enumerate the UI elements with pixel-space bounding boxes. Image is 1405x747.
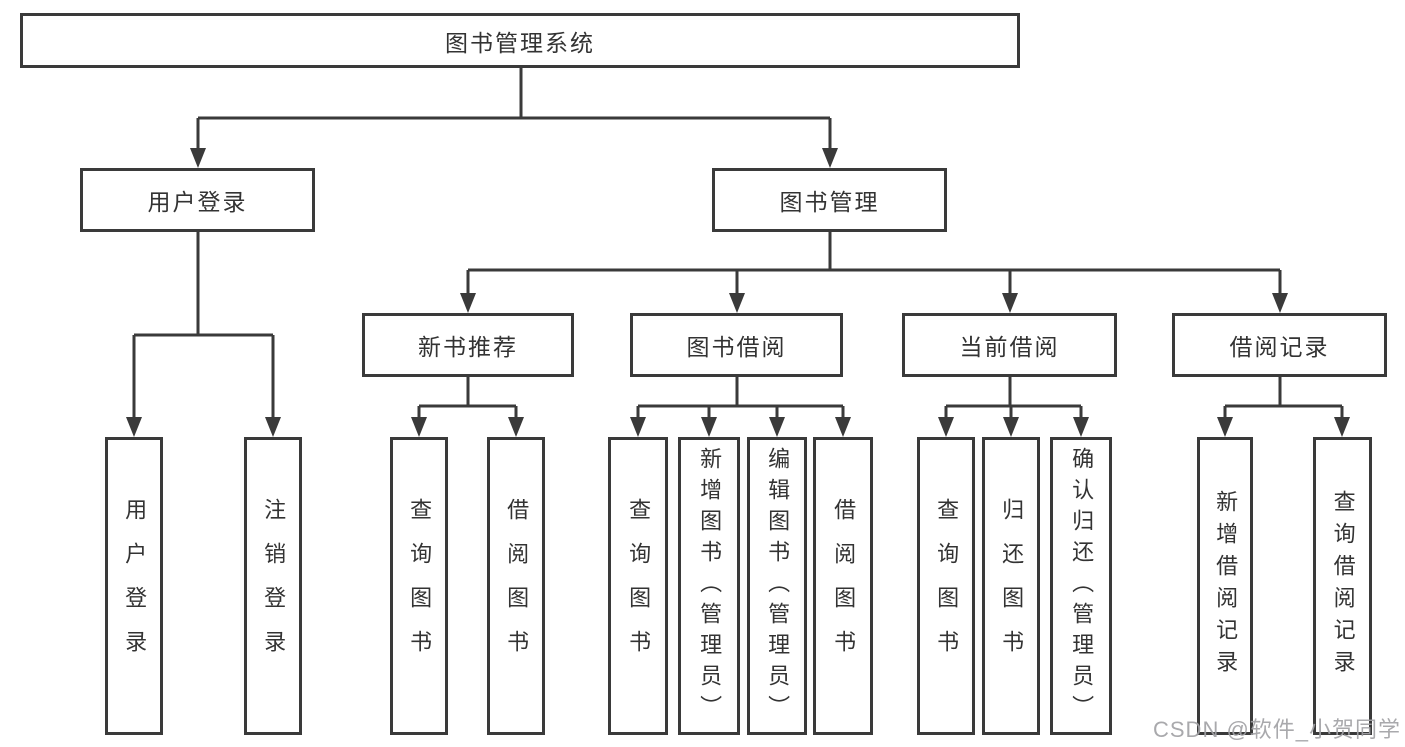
leaf-confirm-return-admin: 确认归还（管理员）: [1050, 437, 1112, 735]
leaf-query-books-borrowing: 查询图书: [608, 437, 668, 735]
leaf-label: 查询借阅记录: [1330, 490, 1356, 682]
leaf-label: 查询图书: [407, 498, 433, 674]
node-book-management-system: 图书管理系统: [20, 13, 1020, 68]
leaf-label: 新增图书（管理员）: [697, 446, 723, 726]
leaf-query-borrow-record: 查询借阅记录: [1313, 437, 1372, 735]
leaf-edit-books-admin: 编辑图书（管理员）: [747, 437, 807, 735]
csdn-watermark: CSDN @软件_小贺同学: [1153, 717, 1402, 742]
node-borrowing-records: 借阅记录: [1172, 313, 1387, 377]
leaf-label: 用户登录: [122, 498, 148, 674]
leaf-add-books-admin: 新增图书（管理员）: [678, 437, 740, 735]
leaf-add-borrow-record: 新增借阅记录: [1197, 437, 1253, 735]
node-user-login: 用户登录: [80, 168, 315, 232]
leaf-label: 注销登录: [261, 498, 287, 674]
leaf-logout: 注销登录: [244, 437, 302, 735]
node-book-management: 图书管理: [712, 168, 947, 232]
leaf-label: 确认归还（管理员）: [1069, 446, 1095, 726]
leaf-query-books-recommend: 查询图书: [390, 437, 448, 735]
node-new-book-recommend: 新书推荐: [362, 313, 574, 377]
leaf-label: 查询图书: [626, 498, 652, 674]
leaf-user-login: 用户登录: [105, 437, 163, 735]
leaf-borrow-books-borrowing: 借阅图书: [813, 437, 873, 735]
leaf-label: 查询图书: [934, 498, 960, 674]
leaf-borrow-books-recommend: 借阅图书: [487, 437, 545, 735]
leaf-label: 归还图书: [999, 498, 1025, 674]
leaf-label: 借阅图书: [831, 498, 857, 674]
leaf-query-books-current: 查询图书: [917, 437, 975, 735]
node-book-borrowing: 图书借阅: [630, 313, 843, 377]
leaf-label: 新增借阅记录: [1213, 490, 1239, 682]
leaf-label: 借阅图书: [504, 498, 530, 674]
node-current-borrowing: 当前借阅: [902, 313, 1117, 377]
leaf-label: 编辑图书（管理员）: [765, 446, 791, 726]
leaf-return-books: 归还图书: [982, 437, 1040, 735]
